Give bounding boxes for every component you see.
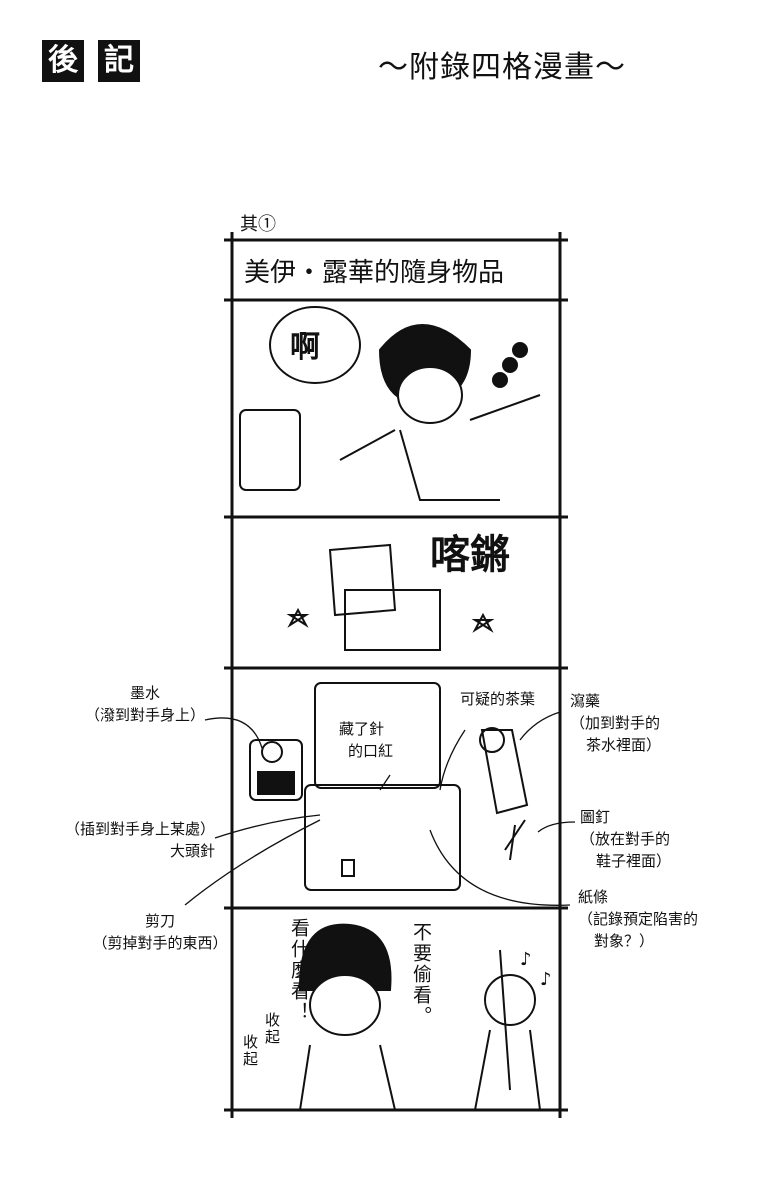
ink-name: 墨水 <box>129 684 160 702</box>
paper-name: 紙條 <box>578 888 609 906</box>
tacks-note1: （放在對手的 <box>580 830 671 848</box>
laxative-note2: 茶水裡面） <box>586 736 662 754</box>
panel2-sfx: 喀鏘 <box>430 532 510 578</box>
svg-text:♪: ♪ <box>520 949 532 970</box>
pins-name: 大頭針 <box>169 842 215 860</box>
laxative-name: 瀉藥 <box>570 692 601 710</box>
page-subtitle: ～附錄四格漫畫～ <box>378 50 626 85</box>
label-ink: 墨水 （潑到對手身上） <box>80 682 210 726</box>
two-girls-drawing: ♪ ♪ <box>299 923 552 1111</box>
comic-title: 美伊・露華的隨身物品 <box>244 258 505 288</box>
scissors-note: （剪掉對手的東西） <box>92 934 228 952</box>
tacks-name: 圖釘 <box>580 808 611 826</box>
speech-put-away-1: 收起 <box>263 1012 281 1046</box>
afterword-badge-1: 後 <box>42 40 84 82</box>
paper-note1: （記錄預定陷害的 <box>578 910 699 928</box>
girl-drawing <box>239 306 541 501</box>
toolbox-drawing <box>249 682 529 891</box>
svg-text:♪: ♪ <box>540 969 552 990</box>
afterword-badge-2: 記 <box>98 40 140 82</box>
label-scissors: 剪刀 （剪掉對手的東西） <box>90 910 230 954</box>
lipstick-line1: 藏了針 <box>339 720 385 738</box>
episode-number: 其① <box>240 214 276 235</box>
label-paper: 紙條 （記錄預定陷害的 對象？） <box>578 886 698 952</box>
label-lipstick: 藏了針 的口紅 <box>330 718 393 762</box>
speech-look: 看什麼看！ <box>288 918 310 1023</box>
basket-drawing <box>286 543 495 651</box>
paper-note2: 對象？） <box>594 932 655 950</box>
lipstick-line2: 的口紅 <box>348 742 394 760</box>
ink-note: （潑到對手身上） <box>84 706 205 724</box>
label-tea: 可疑的茶葉 <box>460 690 536 708</box>
panel1-sfx: 啊 <box>290 330 320 365</box>
pins-note: （插到對手身上某處） <box>64 820 215 838</box>
label-pins: （插到對手身上某處） 大頭針 <box>55 818 215 862</box>
tacks-note2: 鞋子裡面） <box>596 852 672 870</box>
speech-dont-peek: 不要偷看。 <box>410 922 432 1027</box>
label-laxative: 瀉藥 （加到對手的 茶水裡面） <box>570 690 661 756</box>
scissors-name: 剪刀 <box>144 912 175 930</box>
callout-lines <box>184 711 576 906</box>
speech-put-away-2: 收起 <box>241 1034 259 1068</box>
label-tacks: 圖釘 （放在對手的 鞋子裡面） <box>580 806 671 872</box>
laxative-note1: （加到對手的 <box>570 714 661 732</box>
